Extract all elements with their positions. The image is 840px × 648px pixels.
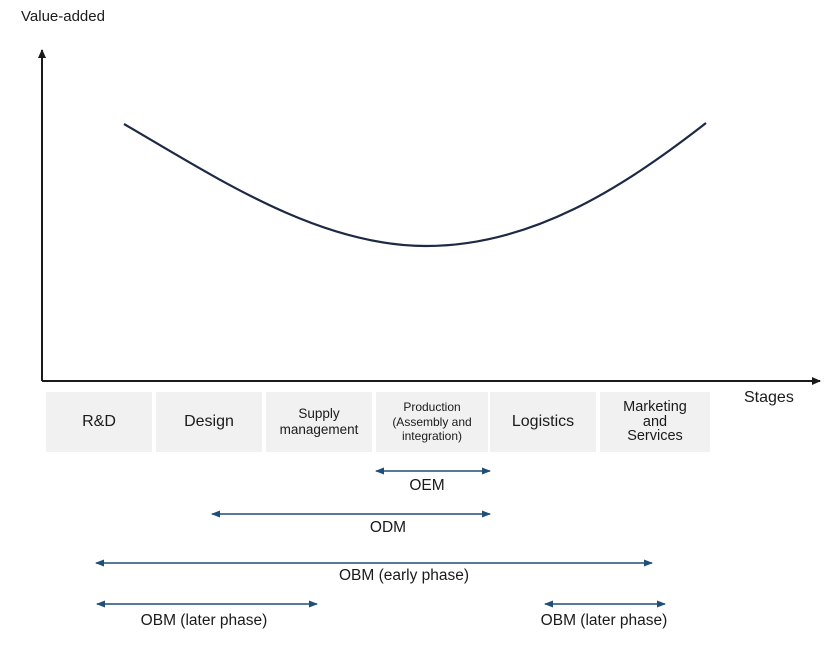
stage-label-rnd: R&D — [82, 413, 116, 431]
stage-box-logistics: Logistics — [490, 392, 598, 452]
stage-label-supply-management: Supply management — [279, 406, 359, 437]
obm-later-label-left: OBM (later phase) — [140, 612, 268, 629]
stage-label-logistics: Logistics — [511, 413, 575, 431]
stage-label-marketing-services: Marketing and Services — [623, 399, 687, 445]
oem-label: OEM — [409, 477, 445, 494]
stage-box-production: Production (Assembly and integration) — [376, 392, 490, 452]
stage-box-marketing-services: Marketing and Services — [600, 392, 710, 452]
stage-box-design: Design — [156, 392, 264, 452]
x-axis-title: Stages — [744, 389, 794, 406]
obm-later-label-right: OBM (later phase) — [540, 612, 668, 629]
obm-early-label: OBM (early phase) — [338, 567, 470, 584]
value-added-curve — [123, 122, 707, 248]
stage-label-production: Production (Assembly and integration) — [392, 400, 472, 444]
odm-label: ODM — [369, 519, 407, 536]
stage-box-rnd: R&D — [46, 392, 154, 452]
stage-label-design: Design — [184, 413, 234, 431]
y-axis-title: Value-added — [21, 8, 105, 25]
stage-box-supply-management: Supply management — [266, 392, 374, 452]
